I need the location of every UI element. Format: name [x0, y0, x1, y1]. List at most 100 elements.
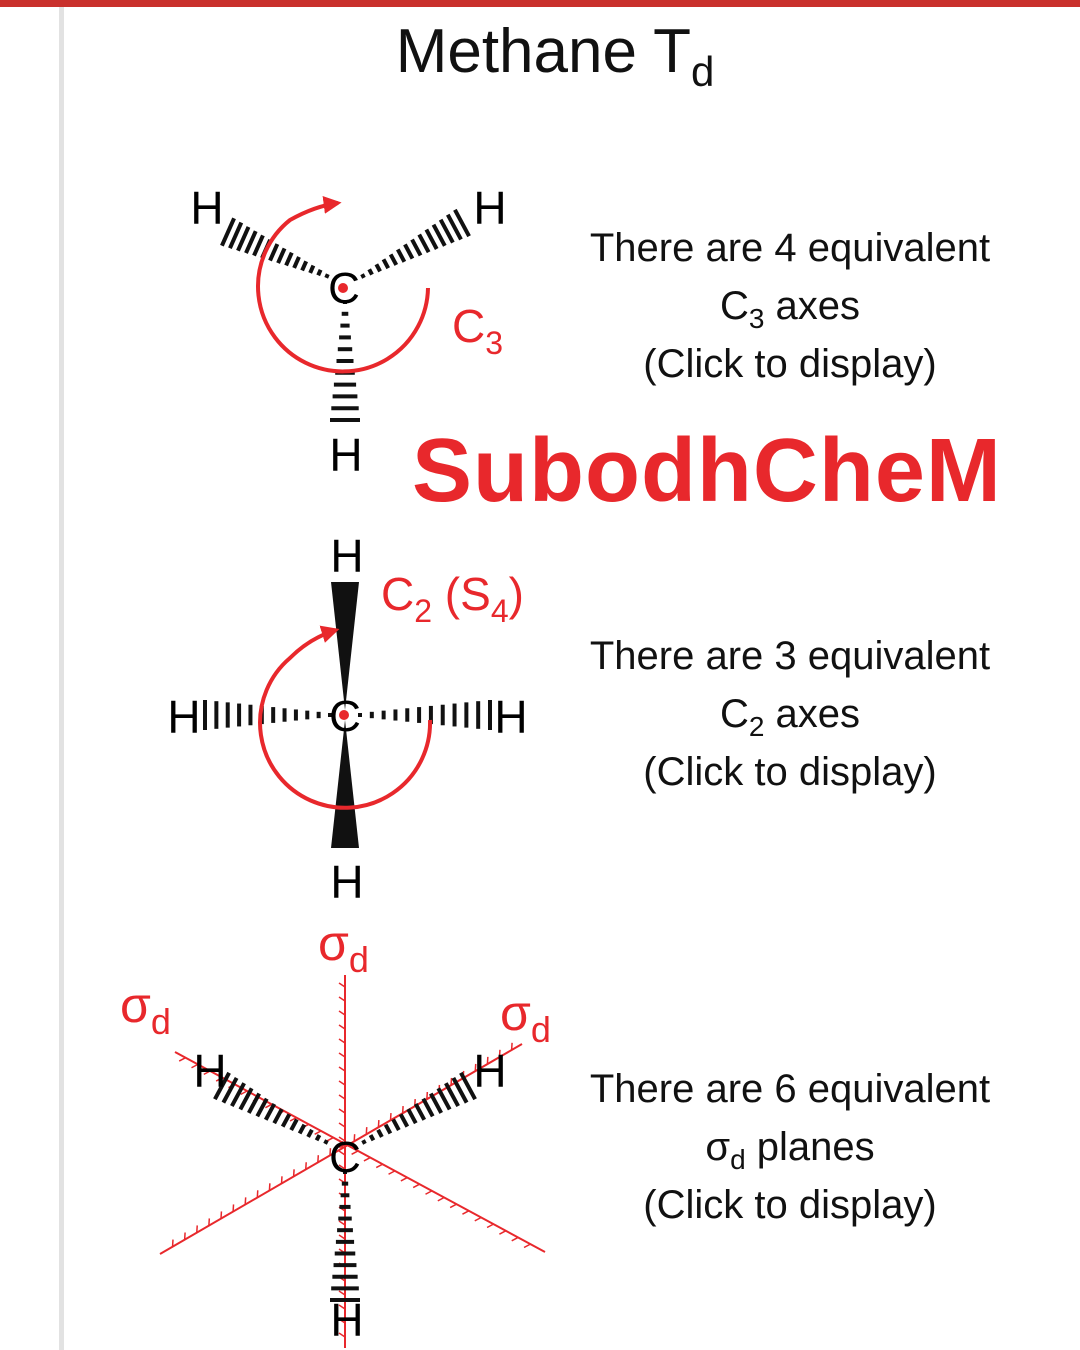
center-dot: [338, 283, 348, 293]
plane-tick: [412, 1183, 420, 1189]
plane-tick: [240, 1090, 248, 1096]
hash-stroke: [220, 217, 236, 247]
c2-click-to-display[interactable]: (Click to display): [643, 750, 937, 794]
hash-stroke: [388, 253, 399, 266]
hydrogen-atom: H: [330, 856, 363, 908]
plane-tick: [326, 1136, 334, 1142]
left-divider: [59, 7, 64, 1350]
hash-stroke: [244, 230, 258, 254]
hash-stroke: [376, 1128, 384, 1138]
carbon-atom: C: [329, 1133, 361, 1182]
plane-tick: [474, 1216, 482, 1222]
plane-tick: [338, 1094, 346, 1100]
plane-tick: [338, 1122, 346, 1128]
hash-stroke: [213, 1071, 231, 1101]
plane-line: [159, 1043, 523, 1255]
c3-axes-description[interactable]: There are 4 equivalent C3 axes (Click to…: [560, 219, 1020, 393]
plane-tick: [388, 1170, 396, 1175]
plane-tick: [338, 1108, 346, 1114]
c3-diagram[interactable]: H H H C C3: [190, 182, 506, 481]
plane-tick: [338, 1010, 346, 1016]
hash-stroke: [284, 251, 294, 267]
plane-tick: [338, 1318, 346, 1324]
plane-tick: [338, 1080, 346, 1086]
hash-stroke: [374, 263, 382, 273]
plane-tick: [338, 1038, 346, 1044]
hash-stroke: [410, 238, 423, 257]
plane-tick: [523, 1243, 531, 1249]
center-dot: [339, 710, 349, 720]
hash-stroke: [221, 1077, 239, 1104]
hash-stroke: [459, 1071, 477, 1101]
hash-stroke: [431, 223, 447, 247]
top-rule: [0, 0, 1080, 7]
hash-stroke: [417, 233, 431, 254]
hash-bond: [220, 217, 330, 279]
sigma-d-diagram[interactable]: H H H C σd σd σd: [120, 915, 551, 1348]
hash-stroke: [396, 248, 407, 263]
page-title: Methane Td: [395, 17, 715, 95]
plane-tick: [351, 1150, 359, 1155]
hash-stroke: [367, 268, 374, 276]
c3-click-to-display[interactable]: (Click to display): [643, 342, 937, 386]
hash-stroke: [403, 243, 415, 260]
hash-stroke: [406, 1108, 418, 1125]
hydrogen-atom: H: [329, 429, 362, 481]
hydrogen-atom: H: [473, 182, 506, 234]
hash-stroke: [247, 1092, 261, 1114]
hydrogen-atom: H: [193, 1045, 226, 1097]
c3-symbol-text: C3 axes: [719, 284, 861, 334]
hash-bond: [213, 1071, 329, 1145]
plane-tick: [499, 1230, 507, 1235]
plane-tick: [203, 1070, 211, 1076]
plane-tick: [363, 1156, 371, 1162]
plane-tick: [338, 996, 346, 1002]
plane-tick: [338, 1234, 346, 1240]
hash-stroke: [263, 1102, 277, 1121]
hydrogen-atom: H: [494, 691, 527, 743]
plane-tick: [437, 1196, 445, 1202]
c3-label: C3: [452, 300, 503, 361]
hydrogen-atom: H: [167, 691, 200, 743]
plane-tick: [375, 1163, 383, 1169]
hash-stroke: [289, 1118, 299, 1132]
hash-bond: [330, 1170, 360, 1302]
hash-bond: [358, 700, 492, 730]
c2-rotation-arrow: [258, 625, 433, 810]
hash-stroke: [300, 260, 309, 272]
plane-tick: [178, 1057, 186, 1062]
plane-tick: [338, 1024, 346, 1030]
hash-stroke: [383, 1123, 393, 1135]
plane-tick: [338, 1052, 346, 1058]
hash-stroke: [238, 1087, 254, 1111]
c3-rotation-arrow: [256, 195, 430, 374]
sigma-d-label: σd: [318, 915, 369, 980]
c3-count-text: There are 4 equivalent: [589, 226, 991, 270]
hash-bond: [360, 208, 471, 279]
hash-stroke: [297, 1123, 307, 1135]
hash-stroke: [391, 1118, 401, 1132]
hash-stroke: [444, 1082, 460, 1108]
plane-tick: [338, 1290, 346, 1296]
hash-stroke: [292, 256, 301, 269]
plane-tick: [486, 1223, 494, 1229]
c2-diagram[interactable]: H H H H C C2 (S4): [167, 530, 527, 908]
hash-stroke: [453, 208, 471, 238]
plane-tick: [338, 1136, 346, 1142]
sigma-d-label: σd: [120, 977, 171, 1042]
hash-stroke: [436, 1087, 452, 1111]
c2-axes-description[interactable]: There are 3 equivalent C2 axes (Click to…: [560, 627, 1020, 801]
hash-stroke: [413, 1102, 427, 1121]
plane-tick: [265, 1103, 273, 1109]
plane-tick: [400, 1176, 408, 1182]
sigma-planes-description[interactable]: There are 6 equivalent σd planes (Click …: [560, 1060, 1020, 1234]
hash-stroke: [230, 1082, 246, 1108]
plane-tick: [338, 982, 346, 988]
sigma-click-to-display[interactable]: (Click to display): [643, 1183, 937, 1227]
plane-tick: [289, 1116, 297, 1122]
mirror-plane-line: [159, 1042, 523, 1255]
plane-tick: [215, 1077, 223, 1082]
plane-tick: [338, 1066, 346, 1072]
hash-stroke: [306, 1128, 314, 1138]
wedge-bond: [331, 582, 359, 710]
